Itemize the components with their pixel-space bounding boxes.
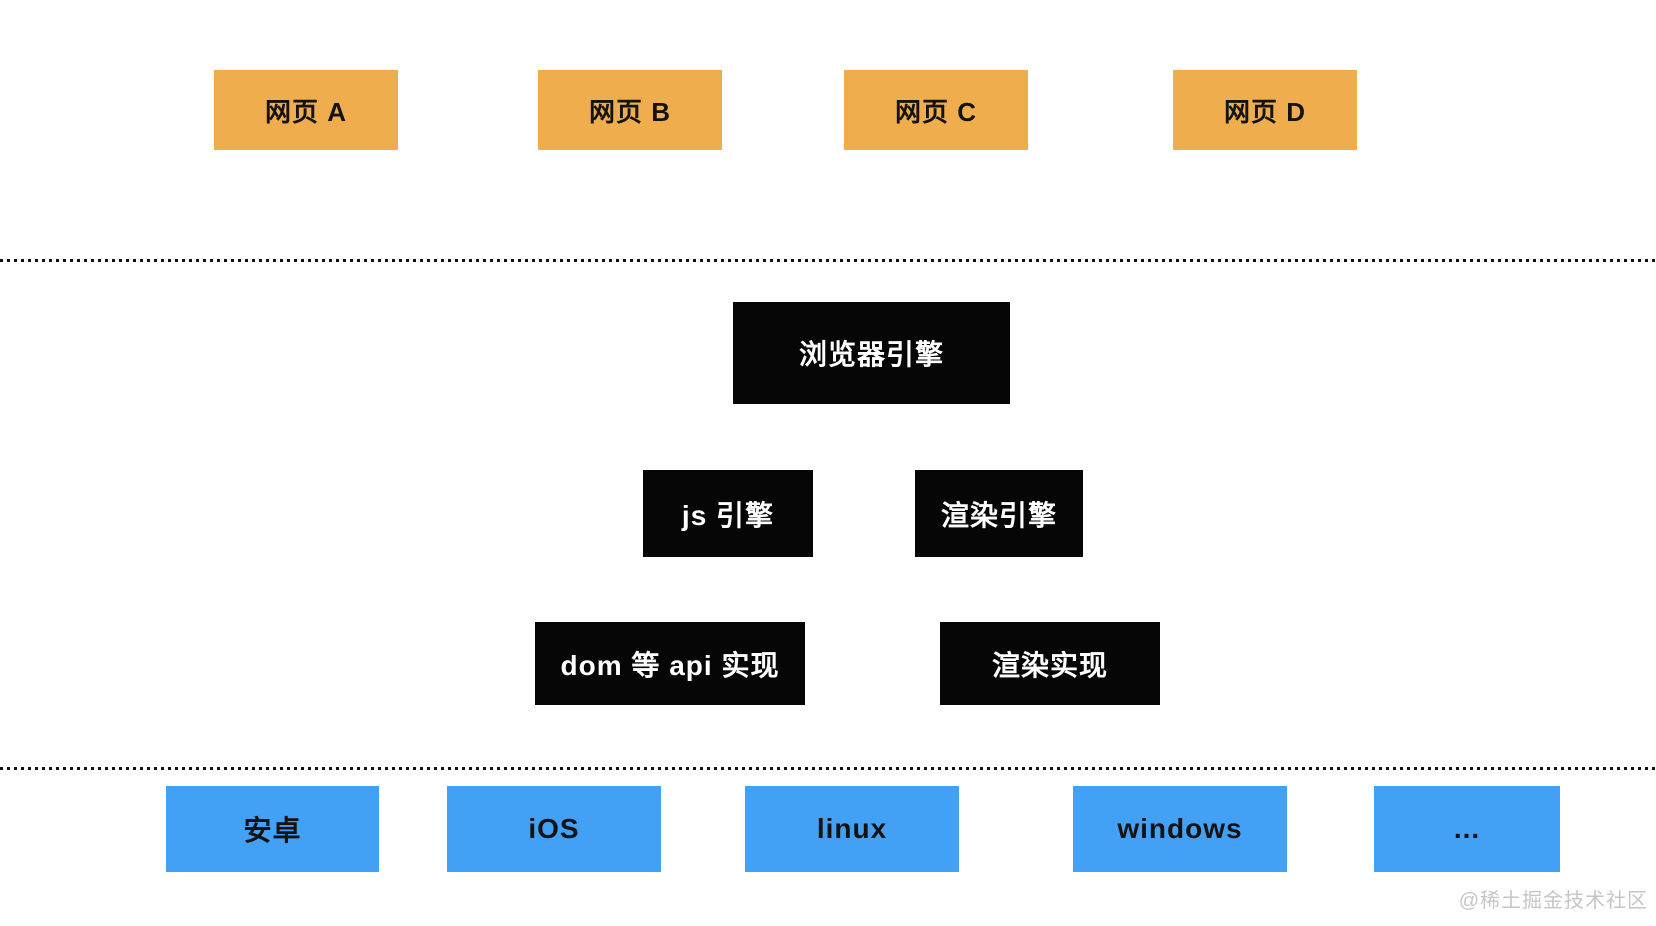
dom-api-impl-box: dom 等 api 实现 (535, 622, 805, 705)
render-engine-box: 渲染引擎 (915, 470, 1083, 557)
os-more-box: ... (1374, 786, 1560, 872)
os-windows-box: windows (1073, 786, 1287, 872)
webpage-c-box: 网页 C (844, 70, 1028, 150)
watermark: @稀土掘金技术社区 (1458, 890, 1648, 912)
webpage-b-box: 网页 B (538, 70, 722, 150)
os-android-box: 安卓 (166, 786, 379, 872)
separator-dotted-line-top (0, 259, 1656, 262)
os-ios-box: iOS (447, 786, 661, 872)
render-impl-box: 渲染实现 (940, 622, 1160, 705)
separator-dotted-line-bottom (0, 767, 1656, 770)
js-engine-box: js 引擎 (643, 470, 813, 557)
webpage-d-box: 网页 D (1173, 70, 1357, 150)
browser-engine-box: 浏览器引擎 (733, 302, 1010, 404)
webpage-a-box: 网页 A (214, 70, 398, 150)
os-linux-box: linux (745, 786, 959, 872)
